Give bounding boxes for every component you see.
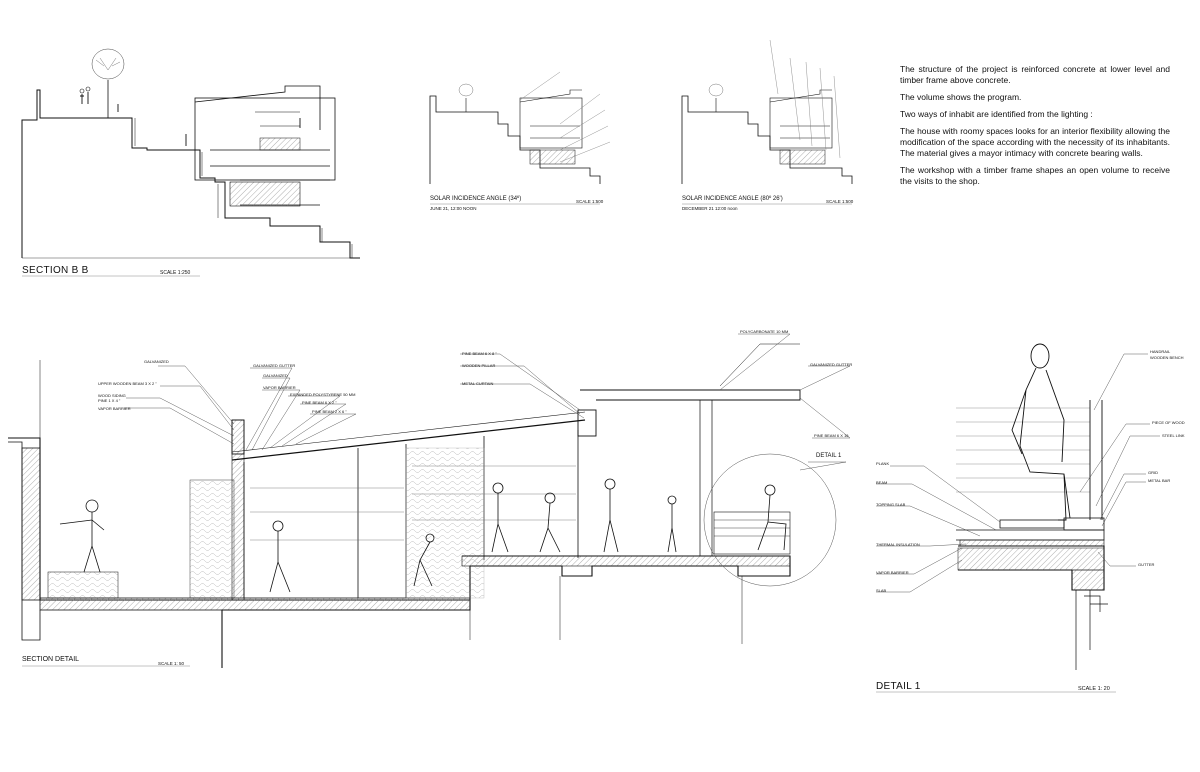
label-thermal-insulation: THERMAL INSULATION bbox=[876, 542, 920, 547]
label-galvanized: GALVANIZED bbox=[144, 359, 169, 364]
label-topping-slab: TOPPING SLAB bbox=[876, 502, 906, 507]
solar-incidence-1-drawing bbox=[429, 71, 611, 184]
section-detail-drawing bbox=[8, 333, 851, 668]
label-pine-beam-c: PINE BEAM 6 x 8 " bbox=[462, 351, 497, 356]
project-description: The structure of the project is reinforc… bbox=[900, 64, 1170, 193]
label-plank: PLANK bbox=[876, 461, 890, 466]
solar-1-title: SOLAR INCIDENCE ANGLE (34º) bbox=[430, 196, 522, 202]
label-pine-beam-d: PINE BEAM 6 x 16 bbox=[814, 433, 849, 438]
description-paragraph-5: The workshop with a timber frame shapes … bbox=[900, 165, 1170, 186]
description-paragraph-3: Two ways of inhabit are identified from … bbox=[900, 109, 1093, 119]
label-grid: GRID bbox=[1148, 470, 1158, 475]
section-bb-scale: SCALE 1:250 bbox=[160, 270, 191, 276]
solar-incidence-2-drawing bbox=[681, 39, 853, 184]
label-piece-of-wood: PIECE OF WOOD bbox=[1152, 420, 1185, 425]
label-handrail: HANDRAIL bbox=[1150, 349, 1171, 354]
label-polycarbonate: POLYCARBONATE 10 mm bbox=[740, 329, 789, 334]
description-paragraph-1: The structure of the project is reinforc… bbox=[900, 64, 1170, 85]
label-gutter: GUTTER bbox=[1138, 562, 1155, 567]
label-metal-bar: METAL BAR bbox=[1148, 478, 1171, 483]
description-paragraph-4: The house with roomy spaces looks for an… bbox=[900, 126, 1170, 158]
label-pine-beam-b: PINE BEAM 2 X 6 " bbox=[312, 409, 347, 414]
label-galvanized-gutter: GALVANIZED GUTTER bbox=[253, 363, 296, 368]
detail-1-title: DETAIL 1 bbox=[876, 681, 921, 692]
label-galvanized-2: GALVANIZED bbox=[263, 373, 288, 378]
section-detail-scale: SCALE 1: 50 bbox=[158, 661, 185, 666]
solar-2-date: DECEMBER 21 12:00 noon bbox=[682, 206, 738, 211]
label-steel-link: STEEL LINK bbox=[1162, 433, 1185, 438]
section-detail-title: SECTION DETAIL bbox=[22, 656, 80, 663]
detail-1-marker: DETAIL 1 bbox=[816, 453, 842, 459]
label-slab: SLAB bbox=[876, 588, 887, 593]
section-bb-title: SECTION B B bbox=[22, 265, 89, 276]
solar-1-date: JUNE 21, 12:00 NOON bbox=[430, 206, 477, 211]
detail-1-drawing bbox=[876, 343, 1160, 670]
label-pine-beam-a: PINE BEAM 6 X 2 " bbox=[302, 400, 337, 405]
label-vapor-barrier-2: VAPOR BARRIER bbox=[263, 385, 296, 390]
solar-1-scale: SCALE 1:500 bbox=[576, 199, 604, 204]
label-galvanized-gutter-2: GALVANIZED GUTTER bbox=[810, 362, 853, 367]
solar-2-scale: SCALE 1:500 bbox=[826, 199, 854, 204]
section-bb-drawing bbox=[21, 48, 360, 259]
detail-1-scale: SCALE 1: 20 bbox=[1078, 686, 1110, 692]
label-pine: PINE 1 x 4 " bbox=[98, 398, 121, 403]
description-paragraph-2: The volume shows the program. bbox=[900, 92, 1022, 102]
label-wood-siding: WOOD SIDING bbox=[98, 393, 126, 398]
solar-2-title: SOLAR INCIDENCE ANGLE (80º 26') bbox=[682, 196, 783, 202]
label-wooden-pillar: WOODEN PILLAR bbox=[462, 363, 496, 368]
label-vapor-barrier: VAPOR BARRIER bbox=[98, 406, 131, 411]
label-upper-wooden-beam: UPPER WOODEN BEAM 3 x 2 " bbox=[98, 381, 157, 386]
label-vapor-barrier-detail: VAPOR BARRIER bbox=[876, 570, 909, 575]
label-wooden-bench: WOODEN BENCH bbox=[1150, 355, 1184, 360]
label-expanded-polystyrene: EXPANDED POLYSTYRENE 50 mm bbox=[290, 392, 356, 397]
label-beam: BEAM bbox=[876, 480, 888, 485]
label-metal-curtain: METAL CURTAIN bbox=[462, 381, 494, 386]
